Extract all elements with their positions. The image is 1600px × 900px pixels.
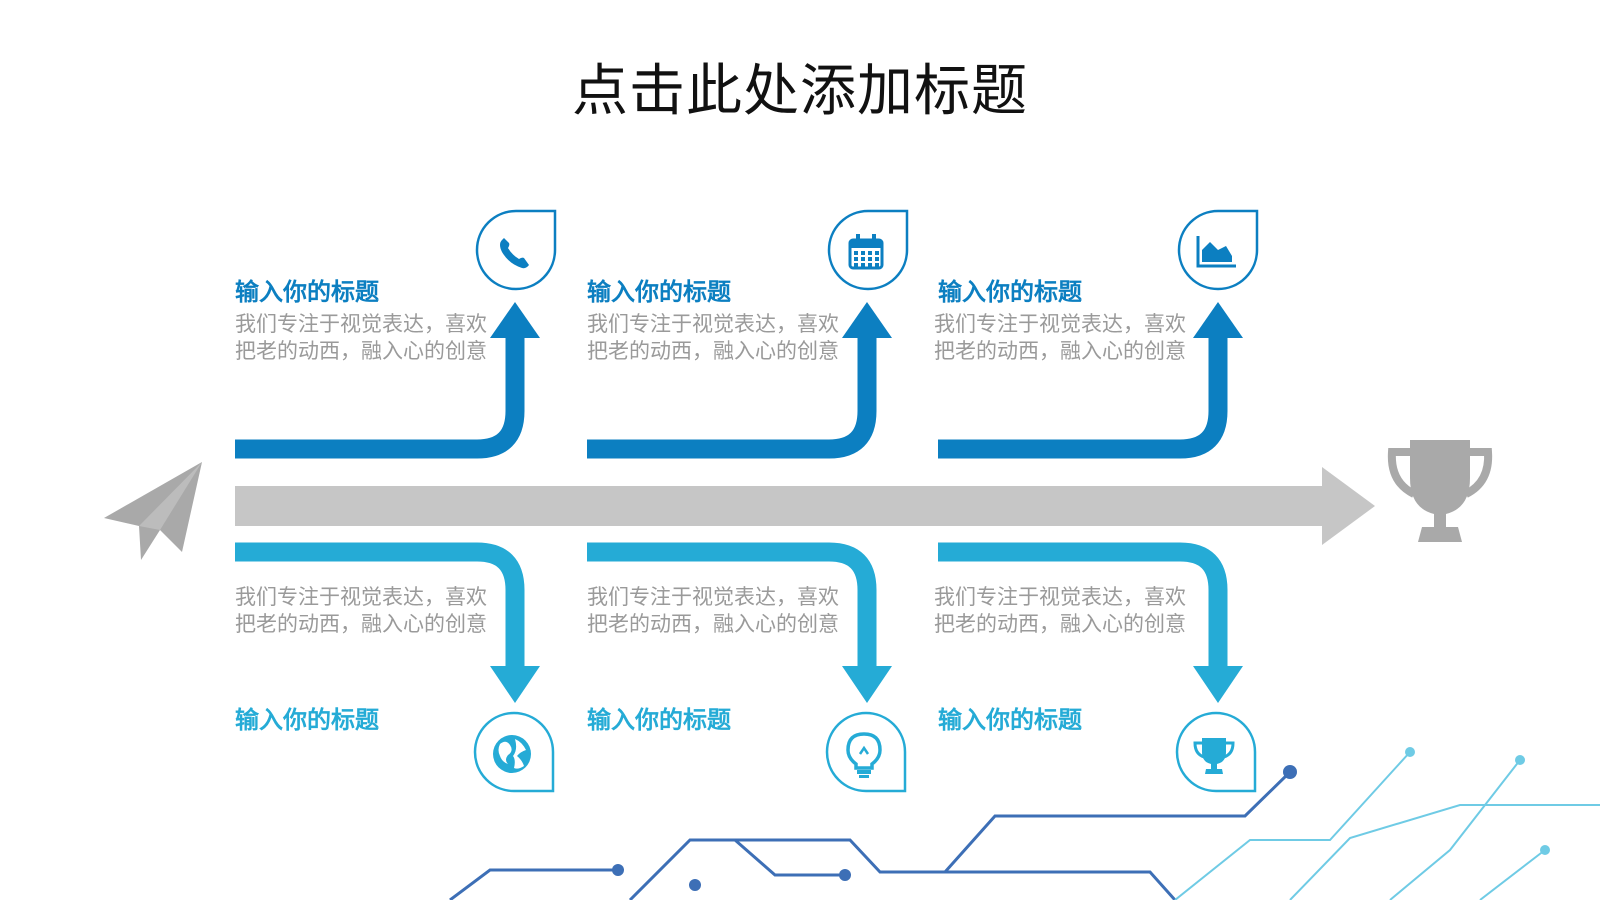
calendar-icon — [848, 234, 884, 270]
lightbulb-icon — [846, 732, 882, 778]
bottom-branch-arrowhead — [490, 666, 540, 703]
top-card-body: 我们专注于视觉表达，喜欢把老的动西，融入心的创意 — [587, 312, 839, 363]
top-branch-arrowhead — [842, 302, 892, 338]
bottom-card-title: 输入你的标题 — [235, 706, 379, 734]
page-title: 点击此处添加标题 — [572, 59, 1028, 124]
area-chart-icon — [1196, 236, 1236, 268]
main-arrow — [235, 467, 1375, 545]
trophy-icon — [1193, 738, 1235, 774]
top-branch-arrow — [587, 330, 877, 459]
bottom-card-title: 输入你的标题 — [938, 706, 1082, 734]
bottom-branch-arrowhead — [1193, 666, 1243, 703]
bottom-card-body: 我们专注于视觉表达，喜欢把老的动西，融入心的创意 — [587, 585, 839, 636]
bottom-card-title: 输入你的标题 — [587, 706, 731, 734]
top-card-body: 我们专注于视觉表达，喜欢把老的动西，融入心的创意 — [934, 312, 1186, 363]
calendar-icon-badge — [827, 209, 909, 291]
globe-icon — [493, 735, 531, 773]
bottom-branch-arrow — [235, 542, 525, 672]
top-card-title: 输入你的标题 — [235, 278, 379, 306]
bottom-branch-arrow — [587, 542, 877, 672]
top-branch-arrow — [938, 330, 1228, 459]
top-card-title: 输入你的标题 — [938, 278, 1082, 306]
bottom-card-body: 我们专注于视觉表达，喜欢把老的动西，融入心的创意 — [934, 585, 1186, 636]
bottom-branch-arrowhead — [842, 666, 892, 703]
circuit-decoration — [449, 747, 1600, 900]
bottom-card-body: 我们专注于视觉表达，喜欢把老的动西，融入心的创意 — [235, 585, 487, 636]
globe-icon-badge — [473, 711, 555, 793]
top-card-title: 输入你的标题 — [587, 278, 731, 306]
phone-icon-badge — [475, 209, 557, 291]
top-branch-arrowhead — [490, 302, 540, 338]
trophy-icon — [1387, 440, 1493, 542]
area-chart-icon-badge — [1177, 209, 1259, 291]
phone-icon — [500, 238, 529, 269]
bottom-branch-arrow — [938, 542, 1228, 672]
lightbulb-icon-badge — [825, 711, 907, 793]
top-branch-arrow — [235, 330, 525, 459]
top-branch-arrowhead — [1193, 302, 1243, 338]
paper-plane-icon — [104, 462, 202, 560]
top-card-body: 我们专注于视觉表达，喜欢把老的动西，融入心的创意 — [235, 312, 487, 363]
trophy-icon-badge — [1175, 711, 1257, 793]
